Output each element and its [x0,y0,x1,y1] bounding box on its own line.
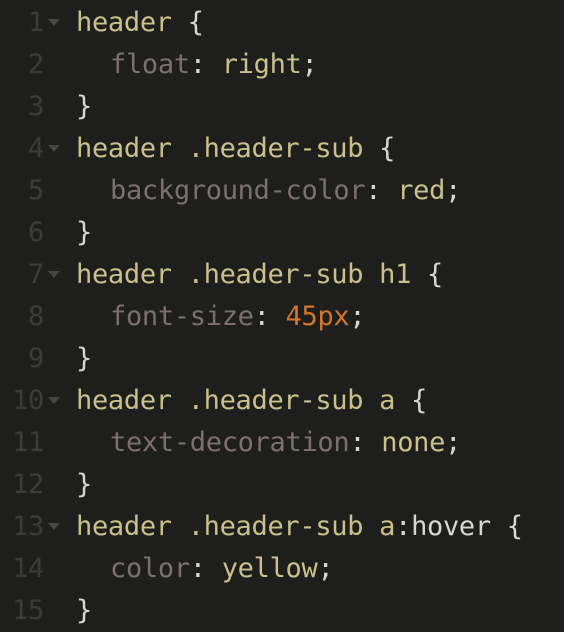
css-selector: header [76,7,172,38]
code-text: header .header-sub h1 { [76,254,443,296]
code-text: float: right; [76,44,318,86]
code-text: } [76,590,92,632]
line-number: 1 [28,7,44,38]
css-value: yellow [221,553,318,584]
code-text: header { [76,2,204,44]
colon: : [349,427,382,458]
code-text: } [76,86,92,128]
code-text: font-size: 45px; [76,296,366,338]
open-brace: { [490,511,523,542]
close-brace: } [76,469,92,500]
code-line[interactable]: 6 } [0,212,564,254]
code-text: } [76,338,92,380]
code-line[interactable]: 14 color: yellow; [0,548,564,590]
code-line[interactable]: 8 font-size: 45px; [0,296,564,338]
line-number: 5 [28,175,44,206]
fold-arrow-icon[interactable] [48,19,60,26]
line-number: 3 [28,91,44,122]
close-brace: } [76,217,92,248]
code-line[interactable]: 15 } [0,590,564,632]
css-selector: header .header-sub a [76,385,396,416]
code-text: } [76,464,92,506]
css-selector: header .header-sub [76,133,364,164]
line-number: 13 [12,511,44,542]
code-line[interactable]: 4 header .header-sub { [0,128,564,170]
colon: : [253,301,286,332]
code-line[interactable]: 7 header .header-sub h1 { [0,254,564,296]
fold-arrow-icon[interactable] [48,523,60,530]
close-brace: } [76,343,92,374]
line-number: 4 [28,133,44,164]
css-selector: header .header-sub a [76,511,396,542]
css-pseudo-class: :hover [395,511,491,542]
css-property: font-size [110,301,254,332]
fold-arrow-icon[interactable] [48,271,60,278]
css-property: text-decoration [110,427,350,458]
open-brace: { [411,259,443,290]
close-brace: } [76,91,92,122]
colon: : [189,49,222,80]
line-number: 8 [28,301,44,332]
line-number: 7 [28,259,44,290]
line-number: 11 [12,427,44,458]
open-brace: { [395,385,428,416]
open-brace: { [363,133,396,164]
code-line[interactable]: 13 header .header-sub a:hover { [0,506,564,548]
fold-arrow-icon[interactable] [48,145,60,152]
code-text: header .header-sub a { [76,380,427,422]
css-value: none [381,427,446,458]
line-number: 6 [28,217,44,248]
colon: : [189,553,222,584]
css-number-value: 45px [285,301,350,332]
css-value: red [397,175,446,206]
colon: : [365,175,398,206]
code-line[interactable]: 10 header .header-sub a { [0,380,564,422]
css-property: color [110,553,190,584]
open-brace: { [171,7,204,38]
code-line[interactable]: 11 text-decoration: none; [0,422,564,464]
code-line[interactable]: 9 } [0,338,564,380]
code-line[interactable]: 3 } [0,86,564,128]
semicolon: ; [349,301,366,332]
semicolon: ; [445,175,462,206]
code-text: header .header-sub a:hover { [76,506,523,548]
code-line[interactable]: 12 } [0,464,564,506]
line-number: 10 [12,385,44,416]
line-number: 12 [12,469,44,500]
code-text: header .header-sub { [76,128,395,170]
line-number: 2 [28,49,44,80]
code-text: background-color: red; [76,170,461,212]
code-line[interactable]: 2 float: right; [0,44,564,86]
line-number: 9 [28,343,44,374]
semicolon: ; [301,49,318,80]
css-value: right [221,49,302,80]
close-brace: } [76,595,92,626]
code-text: color: yellow; [76,548,334,590]
css-property: background-color [110,175,366,206]
fold-arrow-icon[interactable] [48,397,60,404]
code-text: text-decoration: none; [76,422,461,464]
css-property: float [110,49,190,80]
semicolon: ; [445,427,462,458]
code-line[interactable]: 1 header { [0,2,564,44]
code-text: } [76,212,92,254]
css-selector: header .header-sub h1 [76,259,412,290]
line-number: 15 [12,595,44,626]
semicolon: ; [317,553,334,584]
line-number: 14 [12,553,44,584]
code-line[interactable]: 5 background-color: red; [0,170,564,212]
